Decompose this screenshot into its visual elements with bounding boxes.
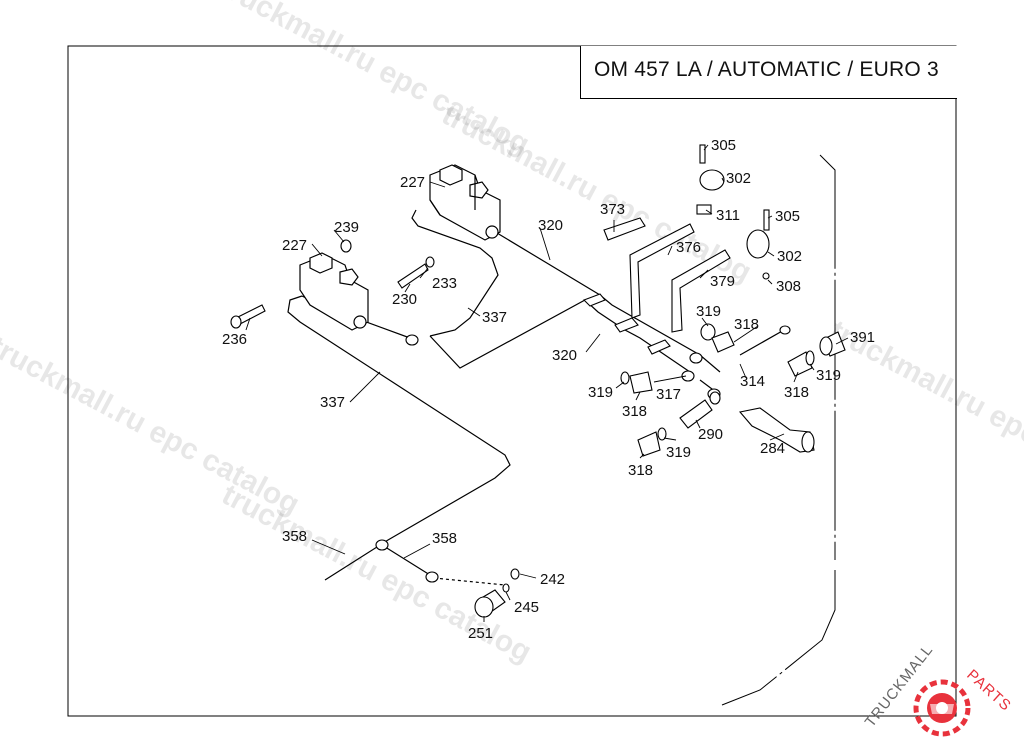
clamp-302b [746,229,770,259]
clamp-302a [699,169,725,191]
callout-227-upper: 227 [400,174,425,191]
callout-302-b: 302 [777,248,802,265]
washer-239 [340,239,352,253]
logo-text-accent: PARTS [963,666,1014,715]
callout-233: 233 [432,275,457,292]
screw-305a [699,144,706,164]
callout-251: 251 [468,625,493,642]
fitting-314-end [779,325,791,335]
callout-319-c: 319 [588,384,613,401]
title-box [580,46,957,99]
callout-319-a: 319 [696,303,721,320]
union-318c [629,371,653,394]
bracket-379 [671,249,731,333]
callout-284: 284 [760,440,785,457]
connector-337 [405,334,419,346]
callout-305-a: 305 [711,137,736,154]
callout-305-b: 305 [775,208,800,225]
diagram-frame [67,45,957,717]
fitting-pipe-end [689,352,703,364]
pipe-320-upper [491,229,721,373]
nut-311 [696,204,712,215]
pipe-337-lower [287,295,511,581]
callout-391: 391 [850,329,875,346]
connector-358 [375,539,389,551]
plug-251-face [474,596,494,618]
union-391-face [819,336,833,356]
pipe-358 [381,544,431,576]
fitting-317a [681,370,695,382]
callout-317: 317 [656,386,681,403]
callout-236: 236 [222,331,247,348]
callout-308: 308 [776,278,801,295]
callout-318-d: 318 [628,462,653,479]
page-title: OM 457 LA / AUTOMATIC / EURO 3 [594,58,939,81]
washer-233 [425,256,435,268]
fittings [230,144,846,618]
callout-318-a: 318 [734,316,759,333]
callout-337-lower: 337 [320,394,345,411]
construction-line [721,154,836,706]
callout-242: 242 [540,571,565,588]
callout-labels: 227 227 239 233 230 236 337 337 320 320 … [222,137,875,642]
connector-358b [425,571,439,583]
hose-284-end [801,431,815,453]
union-318d [637,431,661,457]
callout-290: 290 [698,426,723,443]
bolt-230 [397,263,429,289]
sensor-290 [679,399,713,429]
callout-311: 311 [716,207,740,224]
callout-245: 245 [514,599,539,616]
clip-320b [614,317,639,333]
logo-gear-icon [913,679,971,737]
ring-242 [510,568,520,580]
callout-319-b: 319 [816,367,841,384]
nut-319d [657,427,667,441]
callout-358-a: 358 [282,528,307,545]
nut-319c [620,371,630,385]
callout-337-upper: 337 [482,309,507,326]
nut-319b [805,350,815,366]
callout-230: 230 [392,291,417,308]
pipe-337-loop [429,299,691,373]
callout-320-upper: 320 [538,217,563,234]
callout-314: 314 [740,373,765,390]
leader-lines [245,144,849,622]
callout-318-b: 318 [784,384,809,401]
callout-358-b: 358 [432,530,457,547]
nut-319a [700,323,716,341]
callout-302-a: 302 [726,170,751,187]
leader-242 [433,577,506,586]
callout-376: 376 [676,239,701,256]
callout-227-lower: 227 [282,237,307,254]
callout-373: 373 [600,201,625,218]
sensor-290-tip [709,391,721,405]
union-318a [711,331,735,353]
valve-227-upper [429,164,501,241]
callout-239: 239 [334,219,359,236]
clip-320c [647,339,671,355]
clip-320a [583,293,606,307]
bracket-373 [603,217,646,241]
nut-308 [762,272,770,280]
screw-305b [763,209,770,231]
truckmall-logo [913,679,971,737]
ring-245 [502,583,510,593]
callout-318-c: 318 [622,403,647,420]
callout-320-lower: 320 [552,347,577,364]
pipe-337-upper [411,209,499,337]
valve-227-lower [299,252,369,331]
callout-319-d: 319 [666,444,691,461]
hose-284 [738,407,815,453]
pipe-314 [739,329,785,356]
callout-379: 379 [710,273,735,290]
bolt-236-head [230,315,242,329]
